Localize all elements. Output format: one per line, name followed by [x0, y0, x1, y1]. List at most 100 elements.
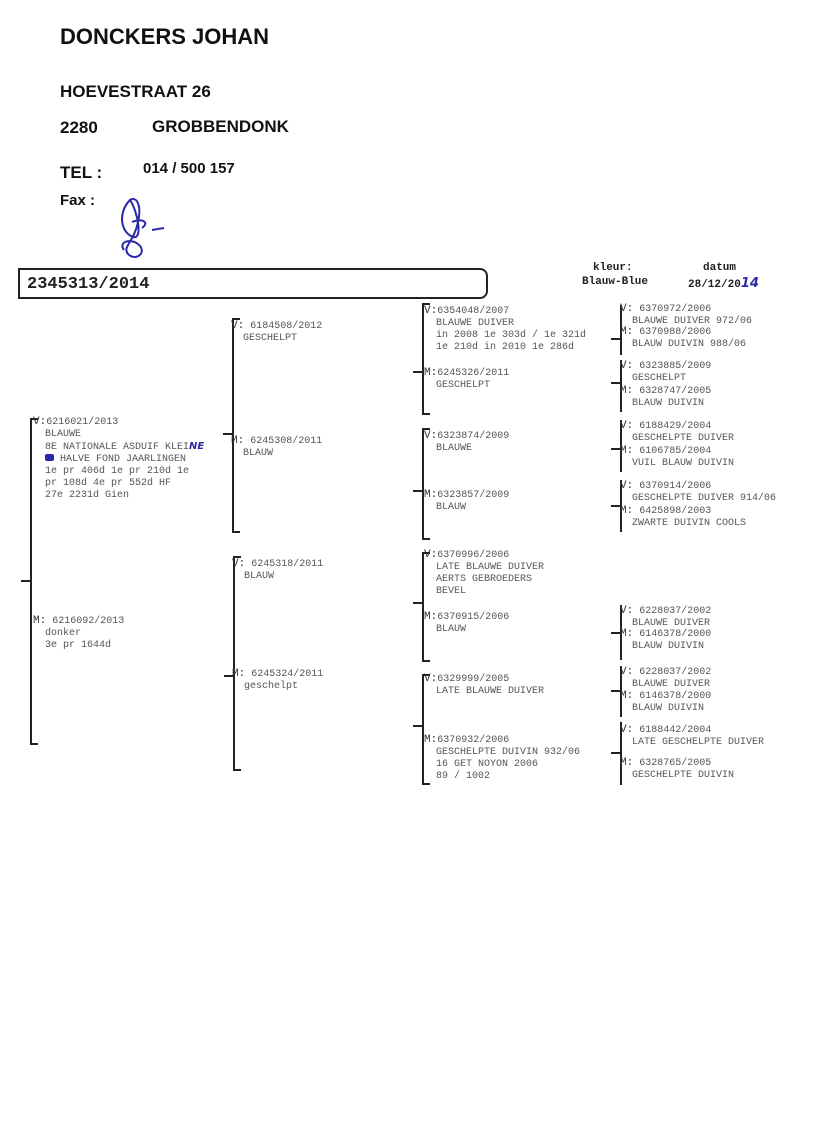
ring-line: M:6245326/2011 — [424, 367, 509, 380]
bracket-cap — [422, 783, 430, 785]
ring-line: M: 6425898/2003 — [620, 505, 746, 518]
sex-label: V: — [424, 430, 438, 442]
bird-detail: VUIL BLAUW DUIVIN — [632, 458, 735, 469]
bracket-tick — [611, 448, 620, 450]
ring-number: 6329999/2005 — [437, 674, 510, 685]
ring-number: 6146378/2000 — [633, 629, 712, 640]
bird-detail: BLAUW DUIVIN — [632, 703, 705, 714]
ring-number: 6354048/2007 — [437, 306, 510, 317]
bird-detail: GESCHELPTE DUIVIN — [632, 770, 735, 781]
ring-line: M:6370915/2006 — [424, 611, 509, 624]
bracket-line — [422, 428, 424, 540]
ring-line: V: 6370914/2006 — [620, 480, 776, 493]
ring-number: 6146378/2000 — [633, 691, 712, 702]
ring-number: 6328765/2005 — [633, 758, 712, 769]
bird-detail: 27e 2231d Gien — [45, 490, 130, 501]
sex-label: M: — [424, 734, 438, 746]
ring-line: V: 6228037/2002 — [620, 666, 711, 679]
ring-line: M: 6328765/2005 — [620, 757, 734, 770]
bird-detail: BLAUWE DUIVER — [632, 618, 711, 629]
ring-line: V:6354048/2007 — [424, 305, 586, 318]
bird-detail: GESCHELPT — [243, 333, 298, 344]
ring-number: 6323885/2009 — [633, 361, 712, 372]
bracket-line — [232, 318, 234, 533]
bracket-tick — [611, 752, 620, 754]
ring-number: 6184508/2012 — [244, 321, 323, 332]
sex-label: V: — [620, 666, 634, 678]
bracket-line — [620, 360, 622, 412]
sex-label: M: — [620, 628, 634, 640]
bracket-cap — [232, 318, 240, 320]
bracket-tick — [413, 602, 422, 604]
bracket-cap — [422, 538, 430, 540]
ring-line: M: 6106785/2004 — [620, 445, 734, 458]
bracket-tick — [611, 632, 620, 634]
sex-label: V: — [620, 605, 634, 617]
ring-line: V: 6228037/2002 — [620, 605, 711, 618]
ring-line: M: 6245308/2011 — [231, 435, 322, 448]
bird-detail: BLAUW — [243, 448, 274, 459]
bracket-tick — [611, 505, 620, 507]
bird-detail: 16 GET NOYON 2006 — [436, 759, 539, 770]
ring-line: V: 6323885/2009 — [620, 360, 711, 373]
bracket-line — [30, 418, 32, 745]
bracket-cap — [30, 418, 38, 420]
bird-detail: geschelpt — [244, 681, 299, 692]
bird-detail: donker — [45, 628, 82, 639]
ring-number: 6370932/2006 — [437, 735, 510, 746]
ring-number: 6370972/2006 — [633, 304, 712, 315]
datum-handwritten: 14 — [740, 276, 759, 291]
kleur-value: Blauw-Blue — [582, 276, 649, 288]
ring-line: M: 6146378/2000 — [620, 690, 711, 703]
bird-detail: BLAUW DUIVIN — [632, 398, 705, 409]
ring-number: 6245326/2011 — [437, 368, 510, 379]
sex-label: V: — [620, 480, 634, 492]
bracket-tick — [224, 675, 233, 677]
sex-label: M: — [620, 757, 634, 769]
bird-detail: pr 108d 4e pr 552d HF — [45, 478, 172, 489]
ring-number: 2345313/2014 — [27, 275, 150, 294]
sex-label: V: — [232, 558, 246, 570]
bird-detail: ZWARTE DUIVIN COOLS — [632, 518, 747, 529]
ring-number: 6370988/2006 — [633, 327, 712, 338]
bird-detail: BLAUW — [436, 502, 467, 513]
sex-label: M: — [620, 690, 634, 702]
owner-city: GROBBENDONK — [152, 117, 289, 136]
ring-line: M:6370932/2006 — [424, 734, 580, 747]
sex-label: M: — [232, 668, 246, 680]
sex-label: M: — [231, 435, 245, 447]
ring-number: 6245318/2011 — [245, 559, 324, 570]
ring-number: 6370996/2006 — [437, 550, 510, 561]
datum-label: datum — [703, 262, 737, 274]
ring-number: 6323874/2009 — [437, 431, 510, 442]
bird-detail: 1e pr 406d 1e pr 210d 1e — [45, 466, 190, 477]
bird-detail: AERTS GEBROEDERS — [436, 574, 533, 585]
bird-detail: GESCHELPT — [436, 380, 491, 391]
bracket-cap — [422, 552, 430, 554]
ring-line: M:6323857/2009 — [424, 489, 509, 502]
tel-label: TEL : — [60, 163, 103, 182]
bird-detail: 8E NATIONALE ASDUIF KLEINE — [45, 441, 205, 453]
bracket-line — [620, 605, 622, 660]
ring-line: M: 6245324/2011 — [232, 668, 323, 681]
bird-detail: BEVEL — [436, 586, 467, 597]
owner-name: DONCKERS JOHAN — [60, 24, 270, 49]
bracket-line — [233, 556, 235, 771]
ring-number: 6216092/2013 — [46, 616, 125, 627]
bracket-tick — [413, 490, 422, 492]
ring-line: V:6370996/2006 — [424, 549, 544, 562]
sex-label: M: — [424, 489, 438, 501]
ring-number: 6228037/2002 — [633, 606, 712, 617]
